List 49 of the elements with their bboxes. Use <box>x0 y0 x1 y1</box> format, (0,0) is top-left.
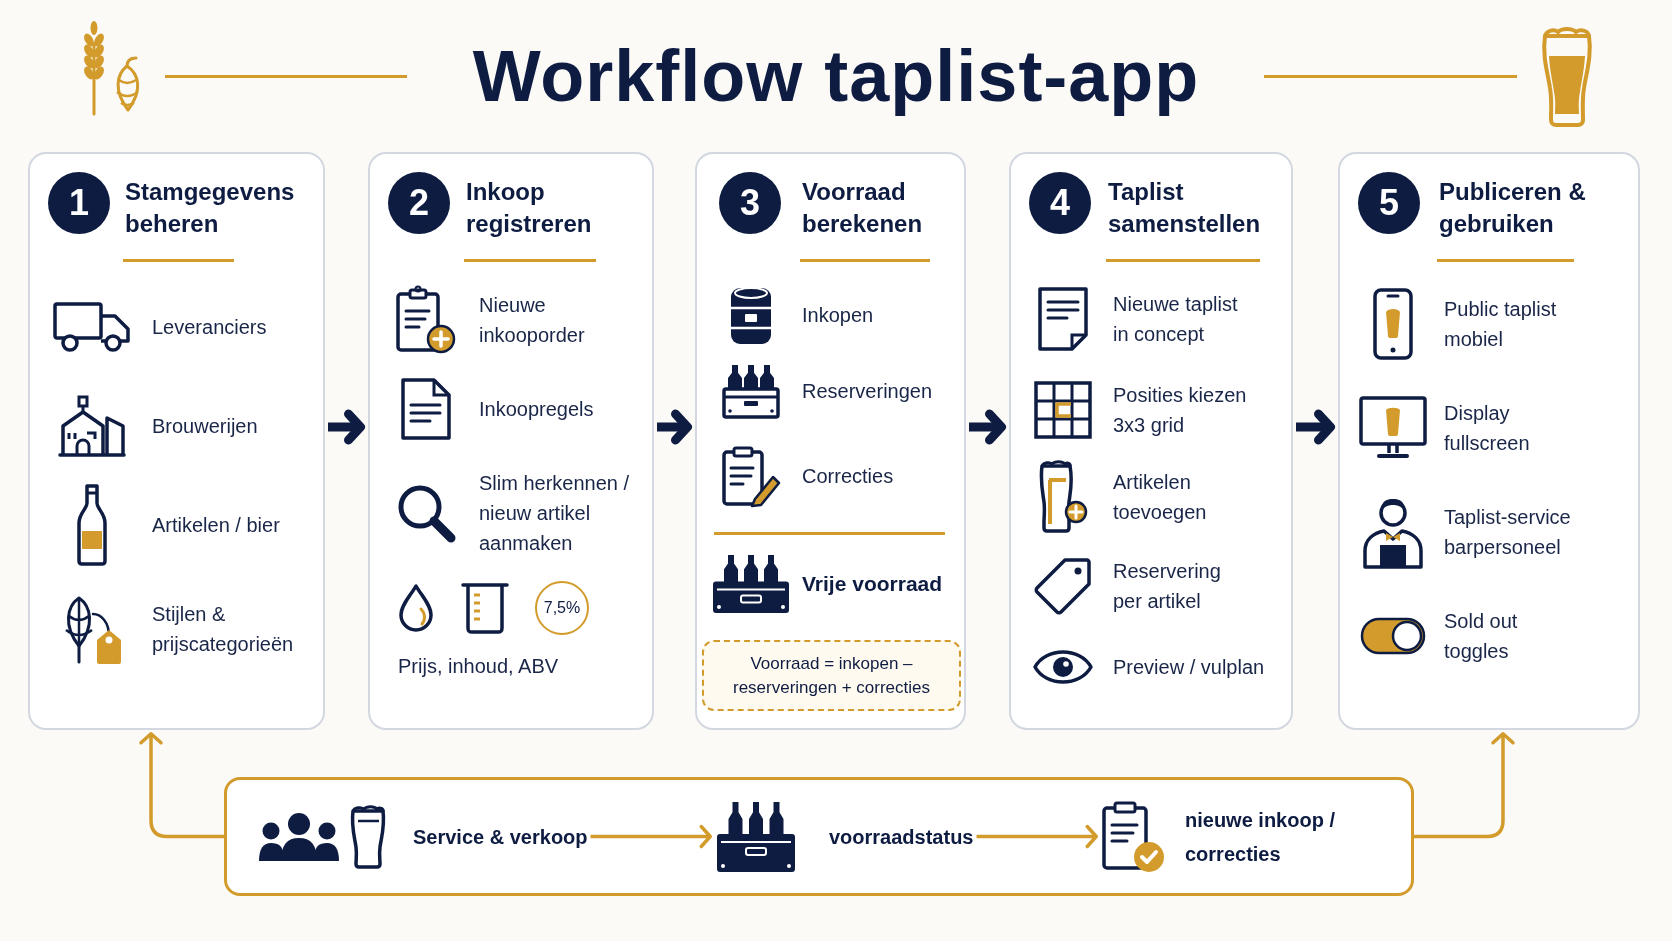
step-item: Reserveringen <box>802 379 933 404</box>
step-item: Inkopen <box>802 303 874 328</box>
step-heading: Voorraad berekenen <box>802 177 924 239</box>
step-item: Slim herkennen / nieuw artikel aanmaken <box>479 471 631 556</box>
step-item: Posities kiezen 3x3 grid <box>1113 383 1248 438</box>
arrow <box>976 824 1098 849</box>
step-card <box>1338 152 1640 730</box>
step-item: Nieuwe inkooporder <box>479 293 586 348</box>
step-number: 3 <box>719 172 781 234</box>
step-item: Vrije voorraad <box>802 571 943 597</box>
step-item: Inkoopregels <box>479 397 594 422</box>
step-heading: Stamgegevens beheren <box>125 177 296 239</box>
step-heading: Inkoop registreren <box>466 177 593 239</box>
step-item: Correcties <box>802 464 894 489</box>
arrow <box>969 409 1006 445</box>
band-label: nieuwe inkoop / correcties <box>1185 807 1336 867</box>
step-number: 5 <box>1358 172 1420 234</box>
arrow <box>139 732 224 839</box>
step-item: Artikelen / bier <box>152 513 280 538</box>
step-item: Display fullscreen <box>1444 401 1531 456</box>
band-label: Service & verkoop <box>413 824 588 850</box>
step-item: Prijs, inhoud, ABV <box>398 654 559 679</box>
step-card <box>28 152 325 730</box>
arrow <box>328 409 365 445</box>
step-item: Public taplist mobiel <box>1444 297 1558 352</box>
formula-note: Voorraad = inkopen – reserveringen + correcties <box>702 640 961 711</box>
step-item: Leveranciers <box>152 315 267 340</box>
step-item: Reservering per artikel <box>1113 559 1222 614</box>
step-card <box>695 152 966 730</box>
feedback-band <box>224 777 1414 896</box>
step-item: Preview / vulplan <box>1113 655 1265 680</box>
step-item: Taplist-service barpersoneel <box>1444 505 1572 560</box>
arrow <box>590 824 712 849</box>
step-item: Brouwerijen <box>152 414 258 439</box>
step-item: Sold out toggles <box>1444 609 1519 664</box>
arrow <box>657 409 692 445</box>
step-number: 4 <box>1029 172 1091 234</box>
step-item: Artikelen toevoegen <box>1113 470 1208 525</box>
step-heading: Taplist samenstellen <box>1108 177 1262 239</box>
step-card <box>1009 152 1293 730</box>
arrow <box>1296 409 1335 445</box>
step-item: Stijlen & prijscategorieën <box>152 602 295 657</box>
step-number: 2 <box>388 172 450 234</box>
step-heading: Publiceren & gebruiken <box>1439 177 1587 239</box>
step-item: Nieuwe taplist in concept <box>1113 292 1239 347</box>
arrow <box>1414 732 1515 839</box>
step-number: 1 <box>48 172 110 234</box>
band-label: voorraadstatus <box>829 824 974 850</box>
step-card <box>368 152 654 730</box>
